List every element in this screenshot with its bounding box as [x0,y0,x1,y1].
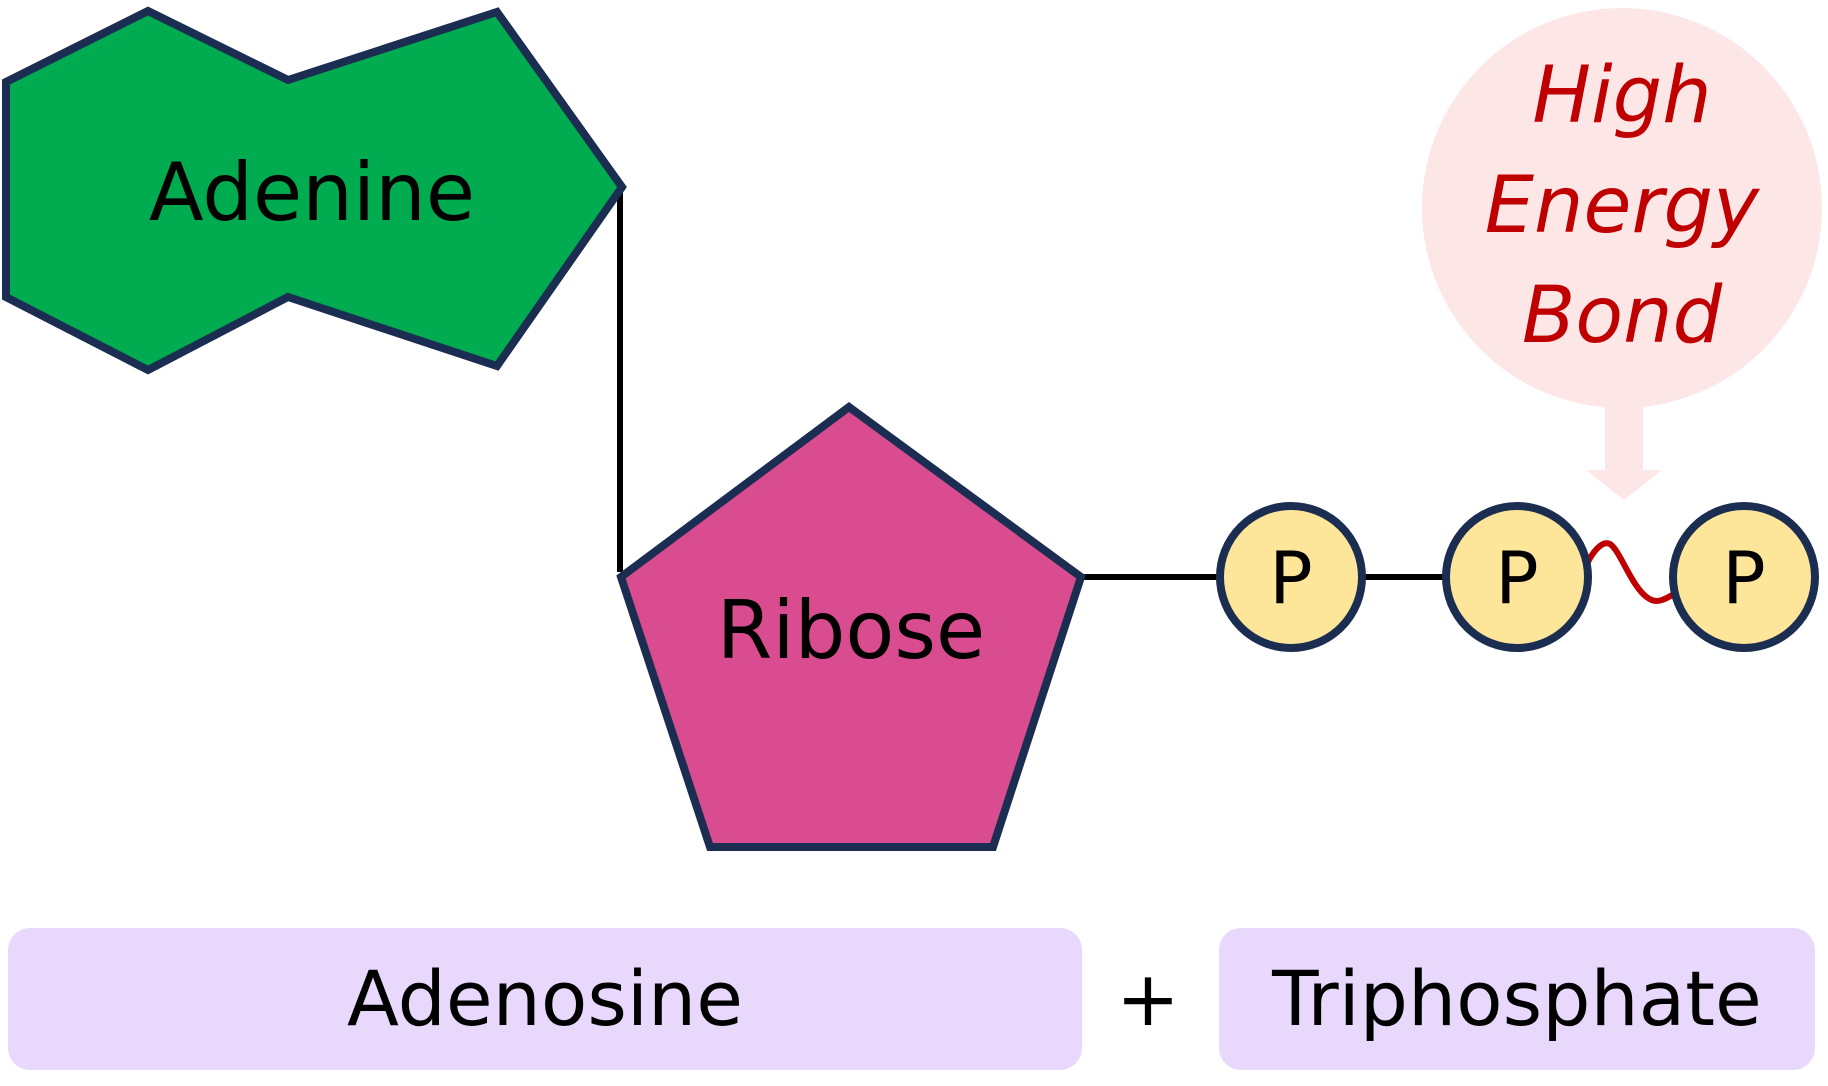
callout-bubble [1422,8,1822,408]
adenosine-box-bg [8,928,1082,1070]
adenine-shape [2,6,627,375]
phosphate-2: P [1442,502,1592,652]
callout-arrow [1586,380,1662,500]
phosphate-1-label: P [1269,536,1312,620]
triphosphate-box: Triphosphate [1219,928,1815,1070]
phosphate-2-circle [1442,502,1592,652]
adenine-group: Adenine [2,6,627,375]
ribose-shape [616,402,1086,851]
phosphate-1: P [1216,502,1366,652]
adenosine-box: Adenosine [8,928,1082,1070]
plus-sign: + [1116,954,1180,1043]
phosphate-3: P [1669,502,1819,652]
ribose-label: Ribose [717,584,985,677]
high-energy-bond [1582,540,1677,604]
phosphate-1-circle [1216,502,1366,652]
triphosphate-label: Triphosphate [1271,954,1762,1043]
ribose-group: Ribose [616,402,1086,851]
adenosine-label: Adenosine [347,954,743,1043]
callout-text-energy: Energy [1485,161,1761,251]
phosphate-2-label: P [1495,536,1538,620]
callout-text-bond: Bond [1522,271,1723,361]
callout-text-high: High [1532,51,1711,141]
phosphate-3-label: P [1722,536,1765,620]
high-energy-bond-callout: High Energy Bond [1422,8,1822,500]
phosphate-3-circle [1669,502,1819,652]
triphosphate-box-bg [1219,928,1815,1070]
adenine-label: Adenine [149,146,475,239]
